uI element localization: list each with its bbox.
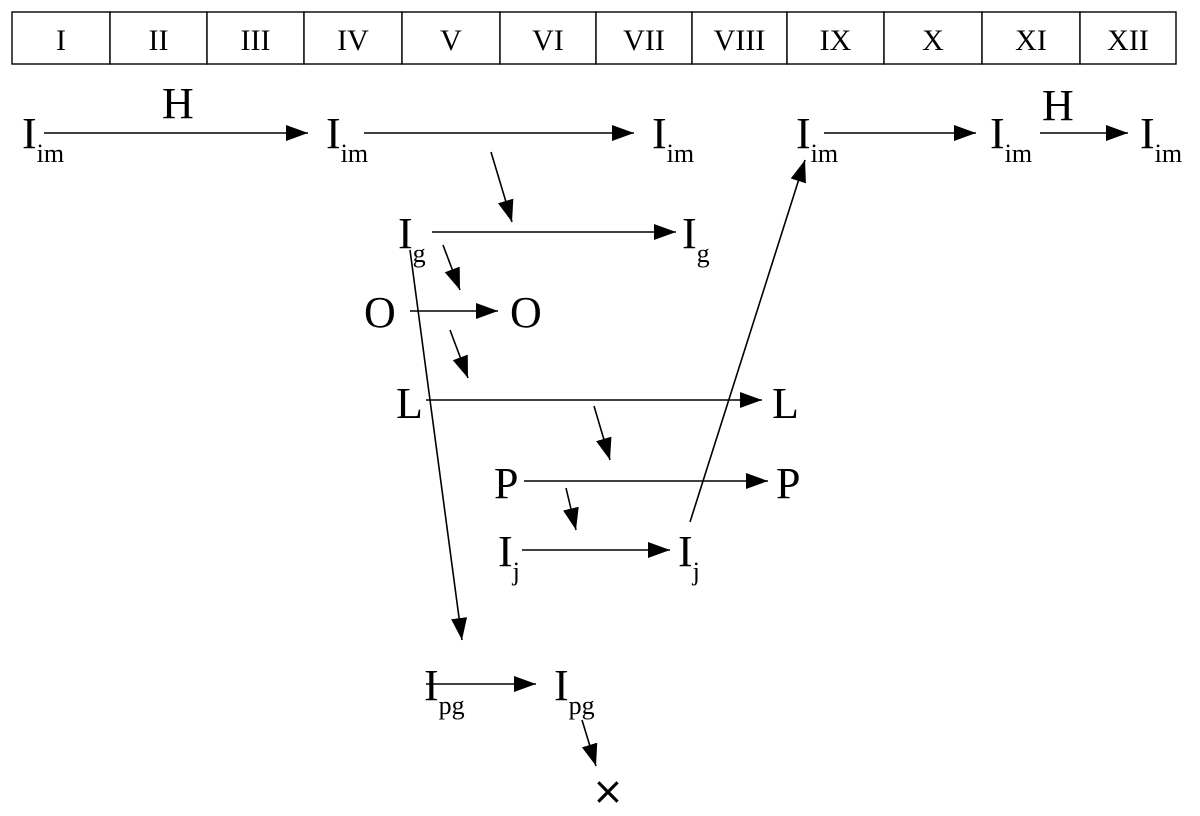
node-ig-2: Ig: [682, 209, 710, 268]
month-cell: [595, 11, 693, 65]
month-label: X: [922, 24, 944, 57]
node-iim-2: Iim: [326, 109, 368, 168]
node-ig-1: Ig: [398, 209, 426, 268]
label-h-2: H: [1042, 81, 1074, 130]
month-cell: [401, 11, 501, 65]
node-ij-2: Ij: [678, 527, 700, 586]
month-label: IV: [337, 24, 369, 57]
month-label: II: [149, 24, 169, 57]
month-label: XI: [1015, 24, 1047, 57]
label-h-1: H: [162, 79, 194, 128]
month-label: IX: [820, 24, 852, 57]
node-ij-1: Ij: [498, 527, 520, 586]
node-l-1: L: [396, 379, 423, 428]
node-iim-4: Iim: [796, 109, 838, 168]
month-label: I: [56, 24, 66, 57]
arrow-p-to-ij: [563, 487, 579, 531]
month-label: III: [241, 24, 271, 57]
month-cell: [691, 11, 788, 65]
arrow-o1-to-l1: [449, 329, 469, 379]
month-label: V: [440, 24, 462, 57]
month-cell: [499, 11, 597, 65]
end-mark: ×: [592, 769, 624, 813]
node-o-2: O: [510, 288, 542, 337]
node-iim-5: Iim: [990, 109, 1032, 168]
month-label: VIII: [714, 24, 766, 57]
month-cell: [11, 11, 111, 65]
arrows: [44, 125, 1128, 767]
month-cell: [109, 11, 208, 65]
node-ipg-2: Ipg: [554, 661, 595, 720]
labels: H H ×: [162, 79, 1074, 813]
node-iim-6: Iim: [1140, 109, 1182, 168]
month-label: XII: [1107, 24, 1149, 57]
arrow-ig1-to-ipg1: [409, 249, 468, 641]
node-o-1: O: [364, 288, 396, 337]
month-cell: [883, 11, 983, 65]
month-cell: [786, 11, 885, 65]
arrow-ij2-to-iim4: [689, 159, 806, 523]
month-cell: [206, 11, 305, 65]
node-p-1: P: [494, 459, 518, 508]
node-l-2: L: [772, 379, 799, 428]
arrow-iim2-to-ig1: [490, 151, 514, 223]
arrow-ig1-to-o1: [442, 244, 461, 291]
node-ipg-1: Ipg: [424, 661, 465, 720]
month-label: VI: [532, 24, 564, 57]
node-iim-3: Iim: [652, 109, 694, 168]
arrow-ipg2-to-end: [581, 719, 598, 767]
node-p-2: P: [776, 459, 800, 508]
month-label: VII: [623, 24, 665, 57]
node-iim-1: Iim: [22, 109, 64, 168]
arrow-l-to-p: [593, 405, 612, 461]
month-cell: [1079, 11, 1177, 65]
nodes: Iim Iim Iim Iim Iim Iim Ig Ig O O L: [22, 109, 1182, 720]
